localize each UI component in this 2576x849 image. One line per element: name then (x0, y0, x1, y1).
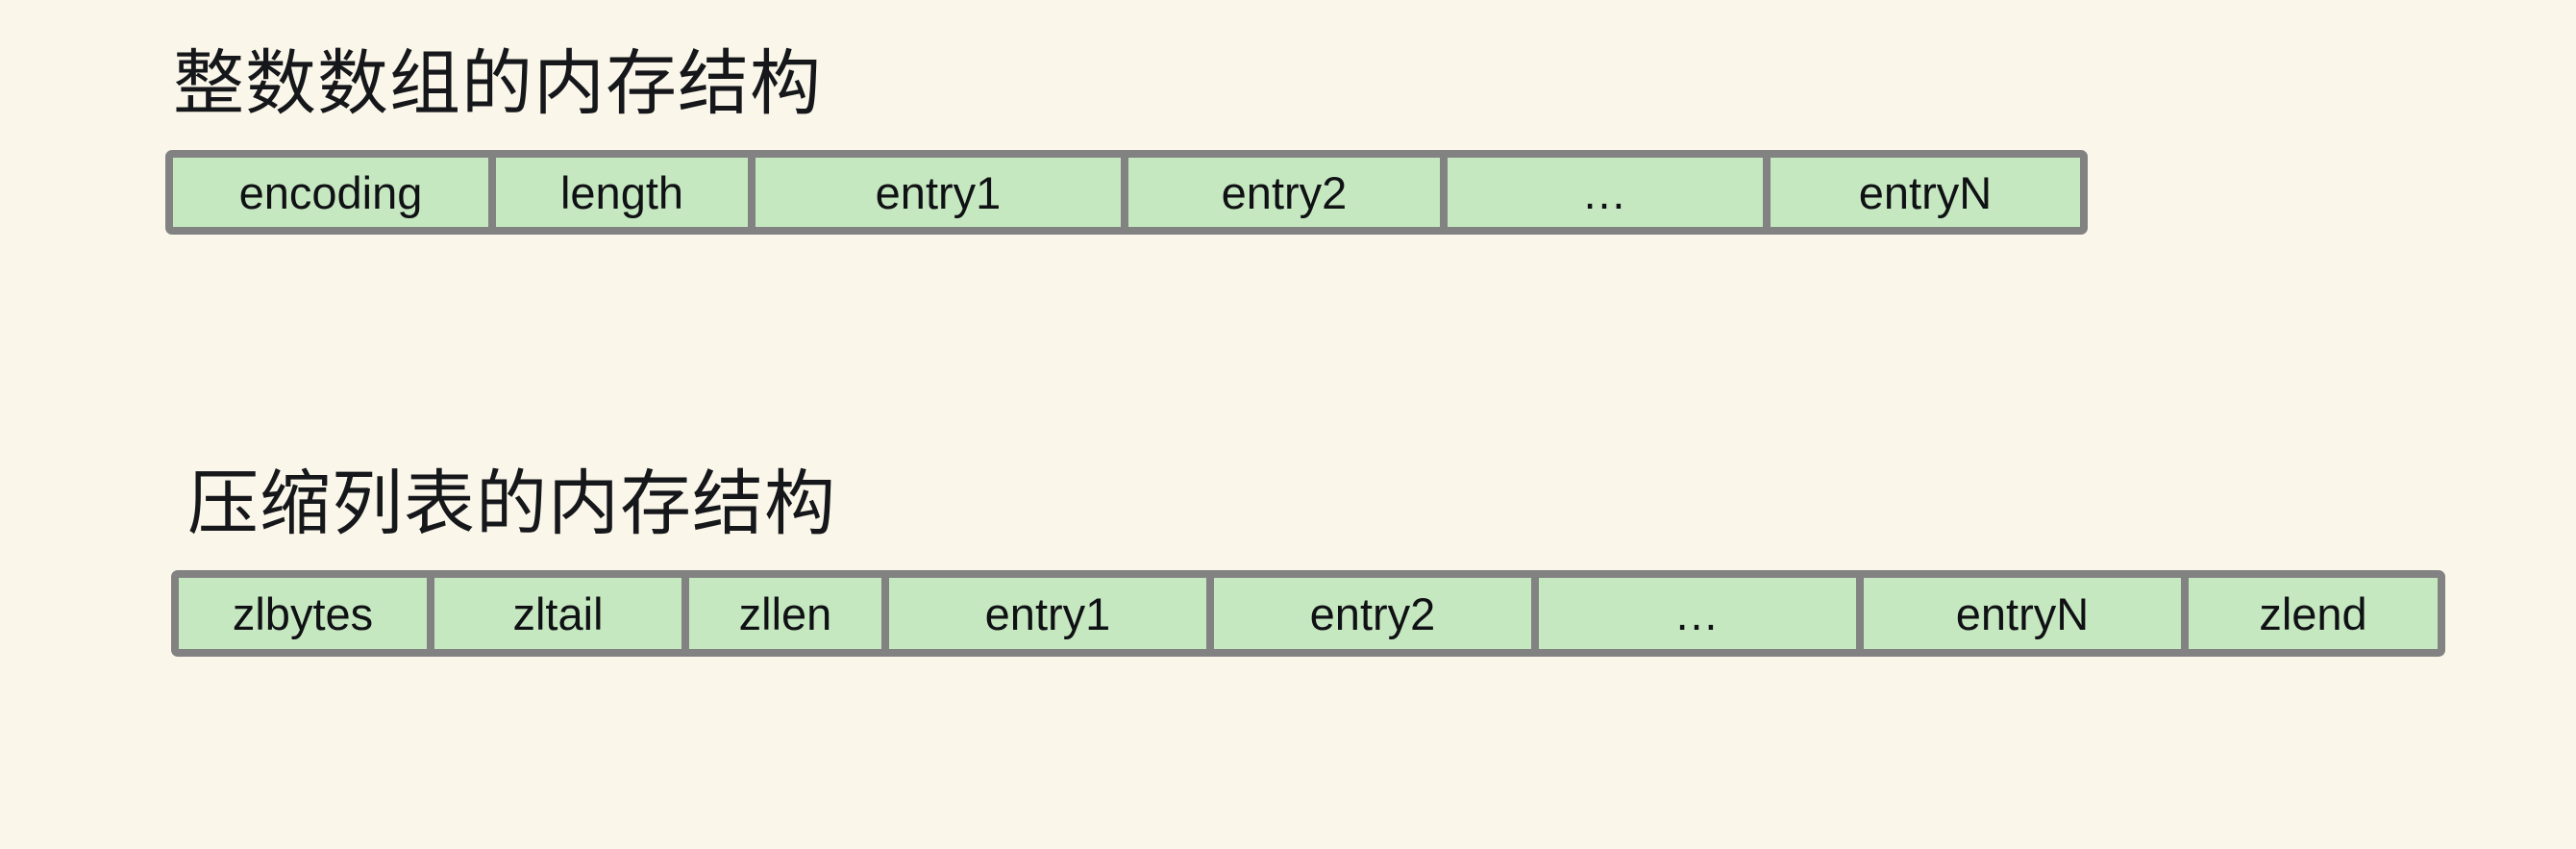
memory-layout-ziplist: zlbytes zltail zllen entry1 entry2 … ent… (171, 570, 2445, 657)
memory-cell-encoding: encoding (173, 158, 488, 227)
section-title-intset: 整数数组的内存结构 (173, 43, 822, 123)
memory-cell-zlbytes: zlbytes (179, 578, 427, 649)
memory-cell-length: length (496, 158, 748, 227)
memory-cell-entryn: entryN (1864, 578, 2181, 649)
memory-cell-zlend: zlend (2189, 578, 2438, 649)
memory-cell-entryn: entryN (1771, 158, 2080, 227)
section-title-ziplist: 压缩列表的内存结构 (187, 463, 836, 543)
memory-layout-intset: encoding length entry1 entry2 … entryN (165, 150, 2088, 235)
memory-cell-entry1: entry1 (889, 578, 1206, 649)
memory-cell-entry2: entry2 (1214, 578, 1531, 649)
section-ziplist: 压缩列表的内存结构 zlbytes zltail zllen entry1 en… (0, 411, 2445, 657)
memory-cell-zltail: zltail (434, 578, 681, 649)
memory-cell-entry2: entry2 (1128, 158, 1440, 227)
section-intset: 整数数组的内存结构 encoding length entry1 entry2 … (0, 0, 2088, 235)
memory-cell-entry1: entry1 (755, 158, 1121, 227)
memory-cell-zllen: zllen (689, 578, 881, 649)
memory-cell-ellipsis: … (1448, 158, 1763, 227)
memory-cell-ellipsis: … (1539, 578, 1856, 649)
